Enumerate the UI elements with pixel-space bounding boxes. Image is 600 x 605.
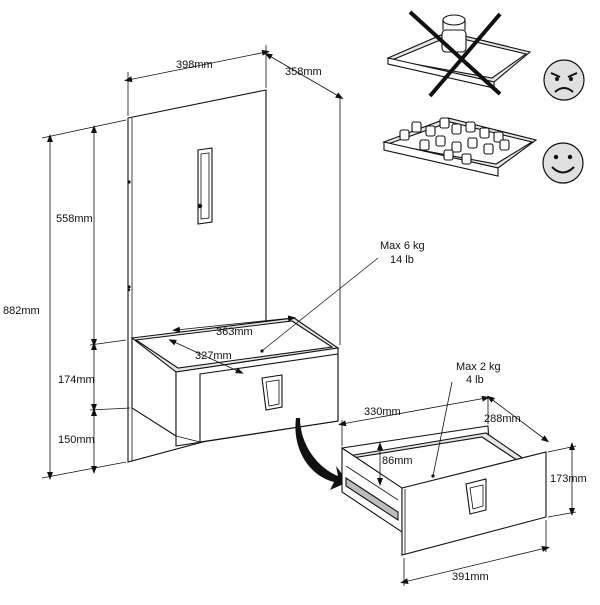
drawer-detail-front	[401, 451, 547, 556]
dim-panel-depth: 358mm	[285, 66, 322, 78]
drawer-front	[199, 353, 339, 443]
panel-handle	[197, 147, 213, 225]
drawer-detail	[341, 425, 547, 556]
drawer-load-callout: Max 2 kg 4 lb	[432, 361, 501, 477]
dim-shelf-depth: 327mm	[195, 350, 232, 362]
crossed-out-concentrated-weight-icon	[386, 10, 532, 98]
dim-upper-height: 558mm	[56, 213, 93, 225]
dim-drawer-inner-height: 86mm	[382, 455, 413, 467]
dim-total-height: 882mm	[3, 305, 40, 317]
drawer-handle	[261, 374, 283, 411]
dim-drawer-inner-width: 330mm	[364, 406, 401, 418]
smiley-face-icon	[542, 142, 584, 184]
curved-arrow-icon	[295, 418, 348, 490]
drawer-detail-handle	[465, 478, 487, 515]
drawer-load-kg: Max 2 kg	[456, 361, 501, 373]
shelf-load-callout: Max 6 kg 14 lb	[262, 240, 425, 351]
shelf-load-lb: 14 lb	[390, 254, 414, 266]
shelf-load-kg: Max 6 kg	[380, 240, 425, 252]
dim-drawer-front-height: 173mm	[550, 473, 587, 485]
dim-drawer-unit-height: 174mm	[58, 374, 95, 386]
drawer-load-lb: 4 lb	[466, 374, 484, 386]
angry-face-icon	[543, 59, 585, 101]
dim-floor-clearance: 150mm	[58, 434, 95, 446]
dim-drawer-inner-depth: 288mm	[484, 413, 521, 425]
dim-drawer-front-width: 391mm	[452, 571, 489, 583]
wall-unit	[127, 89, 340, 463]
dim-shelf-width: 363mm	[216, 326, 253, 338]
dim-panel-width: 398mm	[176, 59, 213, 71]
distributed-weight-icon	[382, 117, 538, 177]
drawer-dimensions: 330mm 288mm 86mm 173mm 391mm	[338, 395, 587, 586]
main-dimensions: 398mm 358mm 882mm 558mm 174mm 150mm 363m…	[3, 45, 344, 480]
